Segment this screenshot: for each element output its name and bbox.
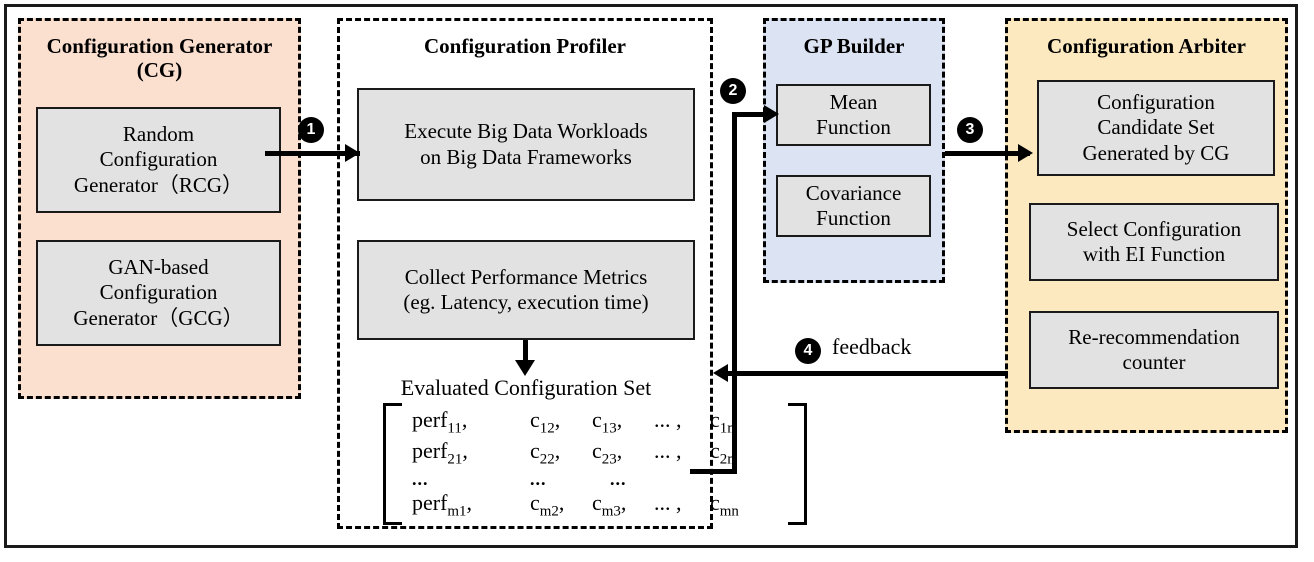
mean-line2: Function bbox=[816, 115, 891, 139]
matrix-row: perf11, c12, c13, ... , c1n bbox=[412, 407, 778, 438]
covariance-line1: Covariance bbox=[805, 180, 902, 205]
matrix-row: perfm1, cm2, cm3, ... , cmn bbox=[412, 490, 778, 521]
box-gan-based-configuration-generator[interactable]: GAN-based Configuration Generator（GCG） bbox=[36, 240, 281, 346]
matrix-cell: c22, bbox=[530, 438, 561, 468]
matrix-row: perf21, c22, c23, ... , c2n bbox=[412, 438, 778, 469]
badge-3-label: 3 bbox=[965, 121, 975, 138]
matrix-cell: ... , bbox=[654, 490, 682, 516]
matrix-cell: c13, bbox=[592, 407, 623, 437]
matrix-cell: c23, bbox=[592, 438, 623, 468]
connector-badge-2: 2 bbox=[720, 78, 746, 104]
connector-2-arrowhead bbox=[764, 105, 779, 123]
matrix-cell: ... bbox=[412, 469, 429, 490]
gcg-line1: GAN-based bbox=[108, 255, 209, 280]
panel-title-profiler-line1: Configuration Profiler bbox=[423, 34, 626, 58]
box-covariance-function[interactable]: Covariance Function bbox=[776, 175, 931, 237]
candidate-line3: Generated by CG bbox=[1082, 140, 1230, 165]
rcg-line3: Generator（RCG） bbox=[73, 172, 244, 197]
connector-badge-3: 3 bbox=[957, 117, 983, 143]
connector-badge-1: 1 bbox=[298, 117, 324, 143]
execute-line2: on Big Data Frameworks bbox=[420, 144, 632, 169]
matrix-left-bracket bbox=[383, 403, 402, 526]
panel-title-cg: Configuration Generator (CG) bbox=[21, 34, 298, 82]
connector-3-line bbox=[945, 151, 1030, 156]
counter-line1: Re-recommendation bbox=[1068, 324, 1240, 349]
badge-4-label: 4 bbox=[803, 342, 813, 359]
panel-title-cg-line1: Configuration Generator bbox=[46, 34, 273, 58]
gcg-line3: Generator（GCG） bbox=[73, 305, 244, 330]
panel-title-arbiter-line1: Configuration Arbiter bbox=[1047, 34, 1246, 58]
matrix-cell: ... bbox=[530, 469, 547, 490]
matrix-cell: perf11, bbox=[412, 407, 468, 437]
connector-collect-to-set-line bbox=[523, 340, 528, 366]
matrix-cell: ... , bbox=[654, 407, 682, 432]
box-re-recommendation-counter[interactable]: Re-recommendation counter bbox=[1029, 311, 1279, 389]
matrix-cell: ... , bbox=[654, 438, 682, 464]
matrix-cell: c12, bbox=[530, 407, 561, 437]
connector-3-arrowhead bbox=[1018, 144, 1033, 162]
feedback-label: feedback bbox=[832, 334, 911, 360]
box-collect-performance-metrics[interactable]: Collect Performance Metrics (eg. Latency… bbox=[357, 240, 695, 340]
matrix-cell: cm2, bbox=[530, 490, 565, 520]
evaluated-configuration-set-caption: Evaluated Configuration Set bbox=[357, 375, 695, 401]
matrix-right-bracket bbox=[788, 403, 807, 526]
box-select-configuration-ei[interactable]: Select Configuration with EI Function bbox=[1029, 203, 1279, 281]
box-mean-function[interactable]: Mean Function bbox=[776, 84, 931, 146]
connector-4-arrowhead bbox=[713, 364, 728, 382]
counter-line2: counter bbox=[1122, 350, 1186, 374]
caption-text: Evaluated Configuration Set bbox=[400, 375, 652, 400]
panel-title-gp-builder: GP Builder bbox=[766, 34, 942, 59]
connector-2-line-vertical bbox=[732, 112, 737, 472]
matrix-cell: c2n bbox=[710, 438, 735, 468]
panel-title-arbiter: Configuration Arbiter bbox=[1008, 34, 1285, 59]
badge-1-label: 1 bbox=[306, 121, 316, 138]
connector-4-line bbox=[727, 371, 1008, 376]
execute-line1: Execute Big Data Workloads bbox=[404, 119, 648, 144]
connector-collect-to-set-arrowhead bbox=[515, 360, 535, 376]
rcg-line1: Random bbox=[122, 122, 195, 147]
panel-title-cg-line2: (CG) bbox=[136, 57, 183, 82]
matrix-rows: perf11, c12, c13, ... , c1n perf21, c22,… bbox=[402, 403, 788, 525]
matrix-cell: cm3, bbox=[592, 490, 627, 520]
mean-line1: Mean bbox=[829, 89, 878, 114]
panel-title-profiler: Configuration Profiler bbox=[340, 34, 710, 59]
covariance-line2: Function bbox=[816, 206, 891, 230]
collect-line2: (eg. Latency, execution time) bbox=[403, 290, 649, 314]
panel-gp-builder: GP Builder bbox=[763, 18, 945, 283]
connector-1-line bbox=[265, 151, 360, 156]
matrix-cell: ... bbox=[610, 469, 627, 490]
matrix-row-ellipsis: ... ... ... bbox=[412, 469, 778, 490]
box-execute-big-data-workloads[interactable]: Execute Big Data Workloads on Big Data F… bbox=[357, 88, 695, 201]
box-random-configuration-generator[interactable]: Random Configuration Generator（RCG） bbox=[36, 107, 281, 213]
connector-2-line-bottom bbox=[690, 469, 737, 474]
matrix-cell: cmn bbox=[710, 490, 739, 520]
select-line2: with EI Function bbox=[1082, 242, 1226, 266]
gcg-line2: Configuration bbox=[99, 280, 218, 305]
box-configuration-candidate-set[interactable]: Configuration Candidate Set Generated by… bbox=[1037, 80, 1275, 176]
matrix-cell: c1n bbox=[710, 407, 735, 437]
connector-badge-4: 4 bbox=[795, 338, 821, 364]
badge-2-label: 2 bbox=[728, 82, 738, 99]
select-line1: Select Configuration bbox=[1066, 216, 1242, 241]
connector-1-arrowhead bbox=[345, 144, 360, 162]
collect-line1: Collect Performance Metrics bbox=[404, 264, 648, 289]
feedback-text: feedback bbox=[832, 334, 912, 359]
matrix-cell: perfm1, bbox=[412, 490, 473, 520]
matrix-cell: perf21, bbox=[412, 438, 468, 468]
connector-2-line-top bbox=[732, 112, 772, 117]
rcg-line2: Configuration bbox=[99, 147, 218, 172]
panel-title-gp-line1: GP Builder bbox=[803, 34, 905, 58]
candidate-line2: Candidate Set bbox=[1097, 115, 1215, 140]
evaluated-configuration-matrix: perf11, c12, c13, ... , c1n perf21, c22,… bbox=[383, 403, 807, 526]
candidate-line1: Configuration bbox=[1097, 90, 1215, 115]
